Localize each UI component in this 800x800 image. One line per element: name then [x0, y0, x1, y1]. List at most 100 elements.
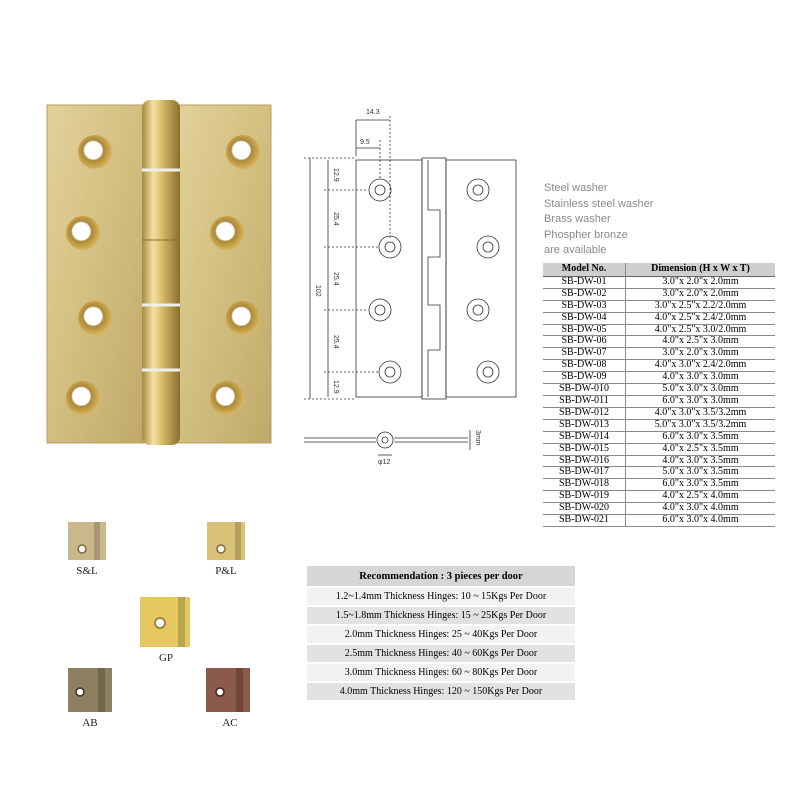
recommendation-table: Recommendation : 3 pieces per door 1.2~1…	[307, 566, 575, 700]
model-number-cell: SB-DW-012	[543, 407, 626, 420]
model-number-cell: SB-DW-08	[543, 359, 626, 373]
model-number-cell: SB-DW-010	[543, 383, 626, 396]
dimension-cell: 6.0"x 3.0"x 3.0mm	[625, 395, 775, 408]
model-number-cell: SB-DW-019	[543, 490, 626, 504]
table-row: 1.2~1.4mm Thickness Hinges: 10 ~ 15Kgs P…	[307, 586, 575, 606]
finish-swatch-ac	[206, 668, 250, 712]
dimension-cell: 3.0"x 2.0"x 3.0mm	[625, 347, 775, 361]
recommendation-header-row: Recommendation : 3 pieces per door	[307, 566, 575, 587]
finish-label-ac: AC	[222, 717, 238, 729]
column-header-model: Model No.	[543, 263, 626, 277]
dim-seg-2: 25.4	[332, 212, 339, 226]
dimension-cell: 6.0"x 3.0"x 3.5mm	[625, 478, 775, 492]
recommendation-item: 2.0mm Thickness Hinges: 25 ~ 40Kgs Per D…	[307, 624, 575, 644]
model-number-cell: SB-DW-06	[543, 336, 626, 349]
dim-height: 102	[314, 285, 321, 297]
washer-note: Brass washer	[544, 213, 611, 225]
washer-note: are available	[544, 244, 607, 256]
screw-holes-right	[210, 135, 260, 415]
dim-top-inner: 9.5	[360, 139, 370, 146]
model-number-cell: SB-DW-018	[543, 478, 626, 492]
dimension-cell: 5.0"x 3.0"x 3.0mm	[625, 383, 775, 396]
model-number-cell: SB-DW-04	[543, 312, 626, 325]
model-number-cell: SB-DW-02	[543, 288, 626, 301]
finish-label-ab: AB	[82, 717, 98, 729]
model-number-cell: SB-DW-017	[543, 466, 626, 480]
model-number-cell: SB-DW-01	[543, 276, 626, 289]
dimension-cell: 4.0"x 2.5"x 2.4/2.0mm	[625, 312, 775, 325]
dimension-cell: 4.0"x 3.0"x 2.4/2.0mm	[625, 359, 775, 373]
finish-label-pl: P&L	[215, 565, 237, 577]
finish-swatch-sl	[68, 522, 106, 560]
dim-pin: φ12	[378, 459, 390, 466]
recommendation-item: 2.5mm Thickness Hinges: 40 ~ 60Kgs Per D…	[307, 643, 575, 663]
dim-seg-4: 25.4	[332, 335, 339, 349]
model-number-cell: SB-DW-014	[543, 431, 626, 444]
model-number-cell: SB-DW-07	[543, 347, 626, 361]
table-row: 2.0mm Thickness Hinges: 25 ~ 40Kgs Per D…	[307, 624, 575, 644]
dim-top-outer: 14.3	[366, 109, 380, 116]
recommendation-item: 1.5~1.8mm Thickness Hinges: 15 ~ 25Kgs P…	[307, 605, 575, 625]
model-number-cell: SB-DW-05	[543, 324, 626, 337]
table-row: 3.0mm Thickness Hinges: 60 ~ 80Kgs Per D…	[307, 662, 575, 682]
dimension-cell: 4.0"x 3.0"x 3.5/3.2mm	[625, 407, 775, 420]
model-number-cell: SB-DW-016	[543, 455, 626, 468]
dimension-cell: 5.0"x 3.0"x 3.5mm	[625, 466, 775, 480]
recommendation-item: 3.0mm Thickness Hinges: 60 ~ 80Kgs Per D…	[307, 662, 575, 682]
table-row: 4.0mm Thickness Hinges: 120 ~ 150Kgs Per…	[307, 681, 575, 700]
dim-seg-1: 12.9	[332, 168, 339, 182]
washer-note: Phospher bronze	[544, 228, 628, 241]
table-row: 2.5mm Thickness Hinges: 40 ~ 60Kgs Per D…	[307, 643, 575, 663]
column-header-dimension: Dimension (H x W x T)	[625, 263, 775, 277]
dim-seg-5: 12.9	[332, 380, 339, 394]
dim-seg-3: 25.4	[332, 272, 339, 286]
model-number-cell: SB-DW-013	[543, 419, 626, 432]
screw-holes-left	[66, 135, 112, 415]
recommendation-title: Recommendation : 3 pieces per door	[307, 566, 575, 587]
dimension-cell: 4.0"x 2.5"x 4.0mm	[625, 490, 775, 504]
technical-drawing: 14.3 9.5 102 12.9 25.4 25.4 25.4 12.9 φ1…	[304, 109, 517, 466]
washer-note: Stainless steel washer	[544, 197, 654, 210]
finish-swatch-pl	[207, 522, 245, 560]
recommendation-item: 1.2~1.4mm Thickness Hinges: 10 ~ 15Kgs P…	[307, 586, 575, 606]
recommendation-item: 4.0mm Thickness Hinges: 120 ~ 150Kgs Per…	[307, 681, 575, 700]
model-number-cell: SB-DW-020	[543, 502, 626, 516]
table-row: 1.5~1.8mm Thickness Hinges: 15 ~ 25Kgs P…	[307, 605, 575, 625]
washer-notes: Steel washer Stainless steel washer Bras…	[544, 181, 653, 259]
model-number-cell: SB-DW-021	[543, 514, 626, 527]
model-number-cell: SB-DW-09	[543, 371, 626, 385]
model-number-cell: SB-DW-015	[543, 443, 626, 456]
table-header-row: Model No. Dimension (H x W x T)	[543, 263, 775, 277]
dimension-cell: 5.0"x 3.0"x 3.5/3.2mm	[625, 419, 775, 432]
model-number-cell: SB-DW-03	[543, 300, 626, 313]
finish-pl: P&L	[196, 522, 256, 577]
dim-thickness: 3mm	[474, 430, 481, 446]
finish-gp: GP	[129, 597, 203, 664]
finish-label-gp: GP	[158, 652, 174, 664]
washer-note: Steel washer	[544, 182, 608, 194]
dimension-cell: 4.0"x 2.5"x 3.0/2.0mm	[625, 324, 775, 337]
dimension-cell: 4.0"x 3.0"x 3.0mm	[625, 371, 775, 385]
dimension-cell: 4.0"x 2.5"x 3.5mm	[625, 443, 775, 456]
hinge-photo	[46, 100, 272, 445]
dimension-cell: 4.0"x 3.0"x 3.5mm	[625, 455, 775, 468]
dimension-cell: 3.0"x 2.5"x 2.2/2.0mm	[625, 300, 775, 313]
